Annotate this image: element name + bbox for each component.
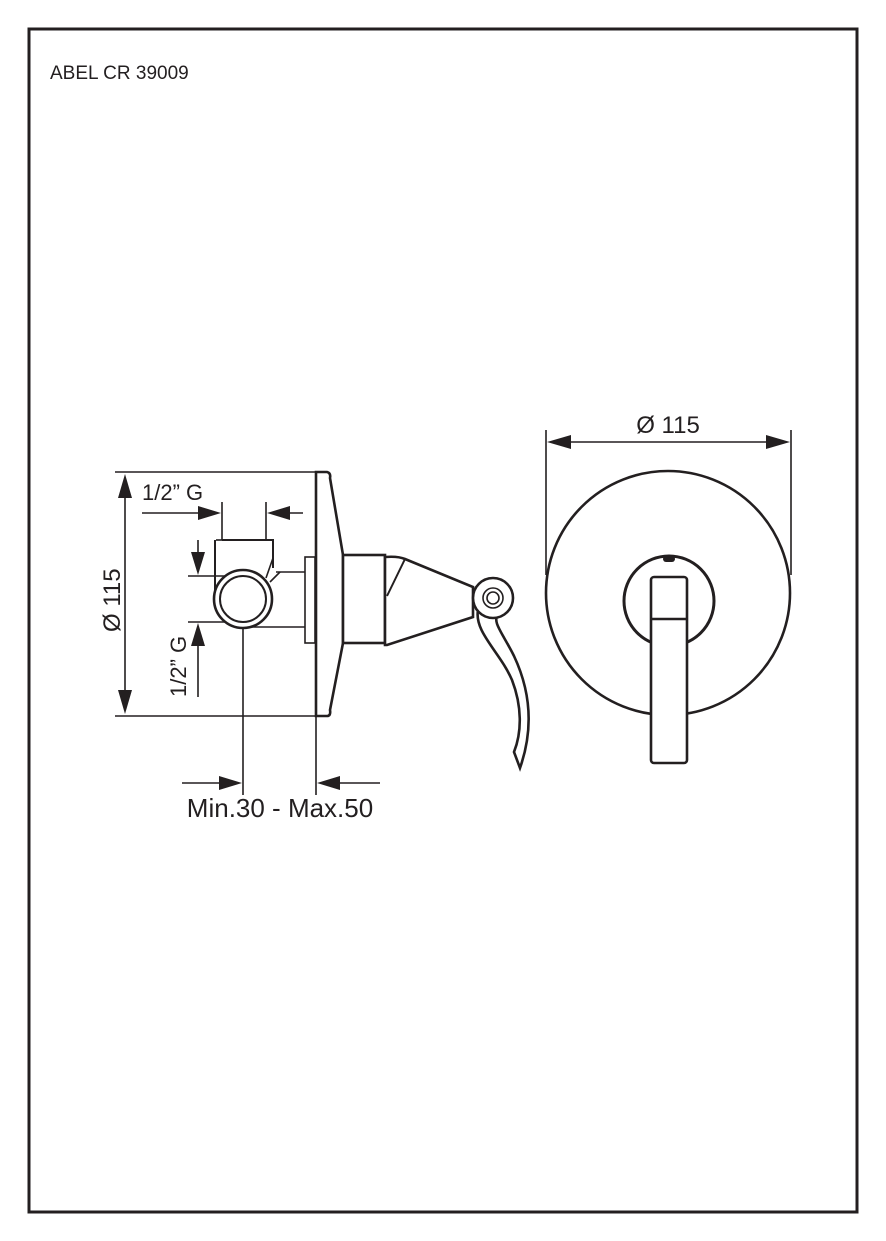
- drawing-title: ABEL CR 39009: [50, 63, 189, 84]
- depth-label: Min.30 - Max.50: [187, 793, 373, 823]
- drawing-frame: [27, 27, 859, 1214]
- arrow-up-icon: [118, 474, 132, 498]
- left-thread-label: 1/2” G: [166, 636, 191, 697]
- handle-ring-icon: [471, 576, 515, 620]
- front-view: Ø 115: [544, 412, 792, 765]
- front-diameter-label: Ø 115: [636, 412, 700, 439]
- side-diameter-label: Ø 115: [99, 568, 126, 632]
- inlet-pipe-icon: [212, 568, 274, 630]
- lever-front: [649, 575, 689, 765]
- wall-plate: [314, 470, 345, 718]
- lever-handle: [476, 608, 530, 772]
- side-view: Ø 115 1/2” G 1/2” G: [99, 470, 530, 823]
- arrow-down-icon: [118, 690, 132, 714]
- top-thread-label: 1/2” G: [142, 480, 203, 505]
